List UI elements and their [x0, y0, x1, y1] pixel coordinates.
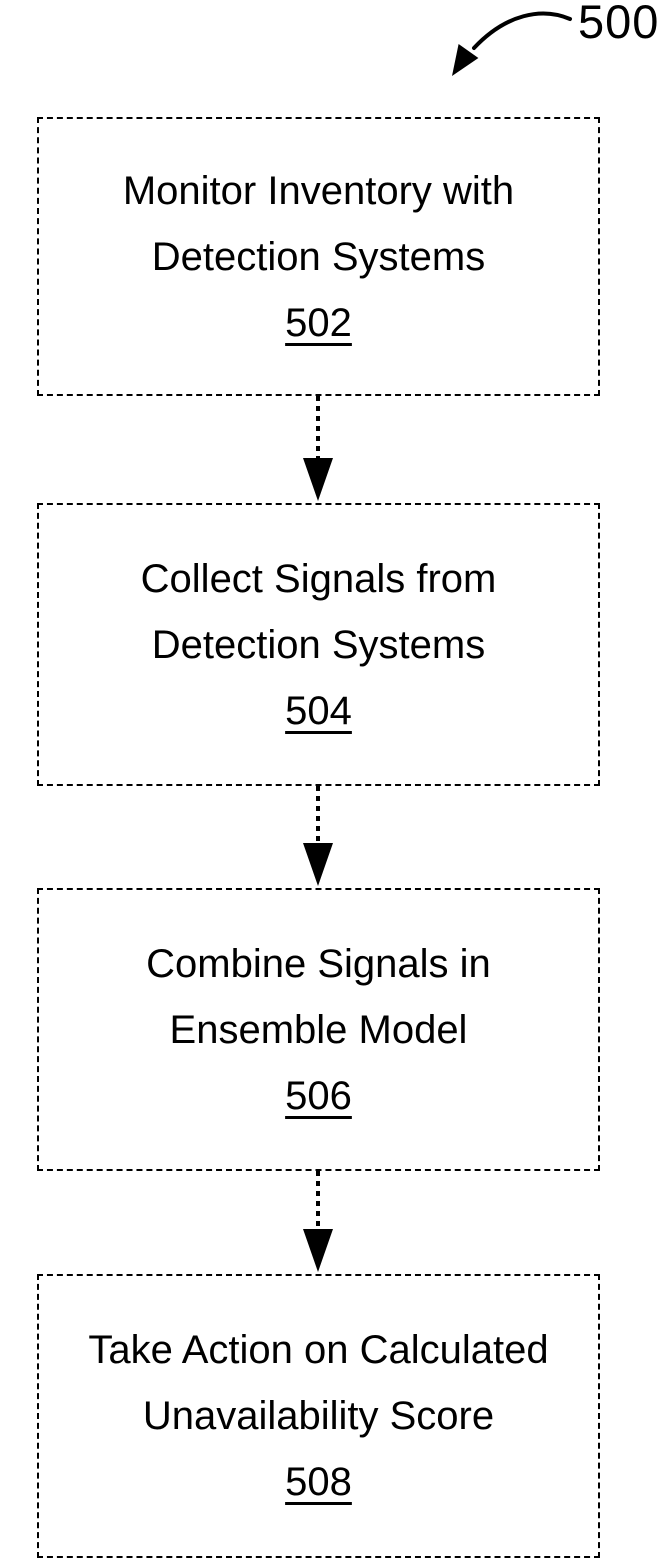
step-line: Ensemble Model — [169, 1007, 468, 1052]
step-line: Detection Systems — [151, 622, 486, 667]
flow-step-box-504: Collect Signals from Detection Systems 5… — [37, 503, 600, 786]
step-line: Unavailability Score — [142, 1394, 495, 1438]
flow-arrow-down-icon — [303, 396, 333, 501]
step-line: Take Action on Calculated — [88, 1328, 549, 1372]
step-line: Monitor Inventory with — [122, 168, 515, 213]
step-reference-number: 508 — [285, 1460, 352, 1504]
flow-step-box-506: Combine Signals in Ensemble Model 506 — [37, 888, 600, 1171]
flow-arrow-down-icon — [303, 786, 333, 886]
step-line: Detection Systems — [151, 234, 486, 279]
step-line: Collect Signals from — [140, 556, 497, 601]
flow-arrow-down-icon — [303, 1171, 333, 1272]
step-reference-number: 502 — [285, 300, 352, 345]
step-reference-number: 506 — [285, 1073, 352, 1118]
figure-reference-label: 500 — [578, 0, 660, 48]
step-line: Combine Signals in — [146, 941, 491, 986]
figure-leader-arrow-icon — [452, 11, 572, 76]
flow-step-box-508: Take Action on Calculated Unavailability… — [37, 1274, 600, 1558]
step-reference-number: 504 — [285, 688, 352, 733]
flow-step-box-502: Monitor Inventory with Detection Systems… — [37, 117, 600, 396]
